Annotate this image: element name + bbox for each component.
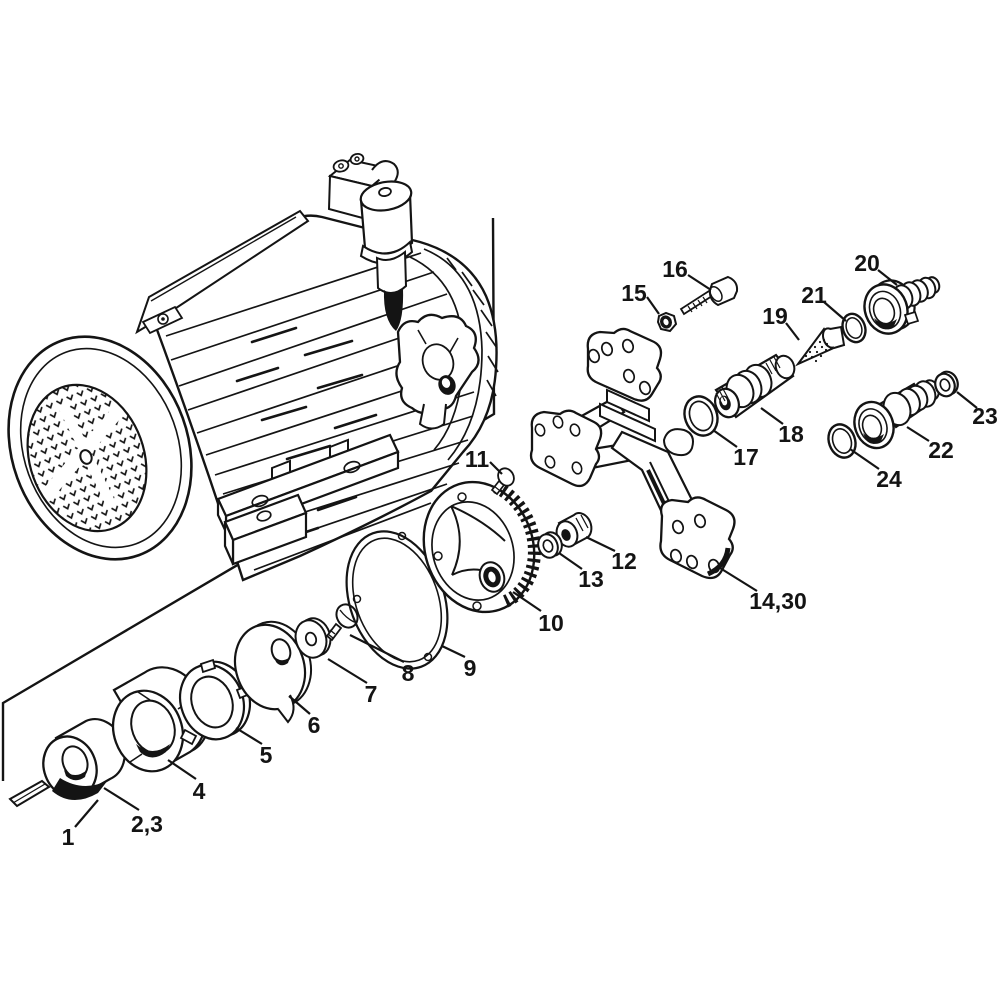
part-label-16: 16 xyxy=(662,256,688,282)
part-label-6: 6 xyxy=(308,712,321,738)
part-19-drawing xyxy=(794,325,846,367)
part-label-11: 11 xyxy=(465,446,490,472)
part-label-21: 21 xyxy=(801,282,827,308)
part-label-8: 8 xyxy=(402,660,415,686)
part-18-drawing xyxy=(714,353,796,419)
part-22-drawing xyxy=(853,379,940,450)
part-label-18: 18 xyxy=(778,421,804,447)
part-13-drawing xyxy=(537,531,563,559)
part-label-10: 10 xyxy=(538,610,564,636)
part-16-drawing xyxy=(679,275,739,316)
part-21-drawing xyxy=(841,312,867,344)
motor-feet xyxy=(216,433,400,566)
part-23-drawing xyxy=(934,370,959,398)
capacitor-cylinder xyxy=(359,160,414,331)
part-8-drawing xyxy=(325,603,359,642)
part-7-drawing xyxy=(294,617,332,659)
part-label-7: 7 xyxy=(365,681,378,707)
part-label-19: 19 xyxy=(762,303,788,329)
motor-top-fin xyxy=(135,209,310,335)
part-label-22: 22 xyxy=(928,437,954,463)
pump-flange xyxy=(395,313,480,430)
part-label-15: 15 xyxy=(621,280,647,306)
part-label-4: 4 xyxy=(193,778,206,804)
part-label-23: 23 xyxy=(972,403,998,429)
part-label-1: 1 xyxy=(62,824,75,850)
part-label-9: 9 xyxy=(464,655,477,681)
part-label-12: 12 xyxy=(611,548,637,574)
part-6-drawing xyxy=(233,620,312,724)
part-14-30-drawing xyxy=(529,327,736,580)
part-11-drawing xyxy=(490,467,515,496)
part-label-14-30: 14,30 xyxy=(749,588,807,614)
part-15-drawing xyxy=(656,311,678,333)
part-24-drawing xyxy=(827,423,857,459)
part-1-drawing xyxy=(8,779,51,808)
leader-lines xyxy=(74,269,978,828)
part-17-drawing xyxy=(683,395,719,437)
part-label-13: 13 xyxy=(578,566,604,592)
electric-motor-drawing xyxy=(7,152,499,582)
part-label-20: 20 xyxy=(854,250,880,276)
part-label-2-3: 2,3 xyxy=(131,811,163,837)
part-label-5: 5 xyxy=(260,742,273,768)
part-label-17: 17 xyxy=(733,444,759,470)
part-12-drawing xyxy=(555,512,593,548)
part-labels: 1 2,3 4 5 6 7 8 9 10 11 12 13 14,30 15 1… xyxy=(62,250,998,850)
part-label-24: 24 xyxy=(876,466,902,492)
cone-mesh-dots xyxy=(804,338,829,363)
part-2-3-drawing xyxy=(42,718,126,801)
part-10-drawing xyxy=(422,480,541,614)
part-20-drawing xyxy=(863,276,941,335)
